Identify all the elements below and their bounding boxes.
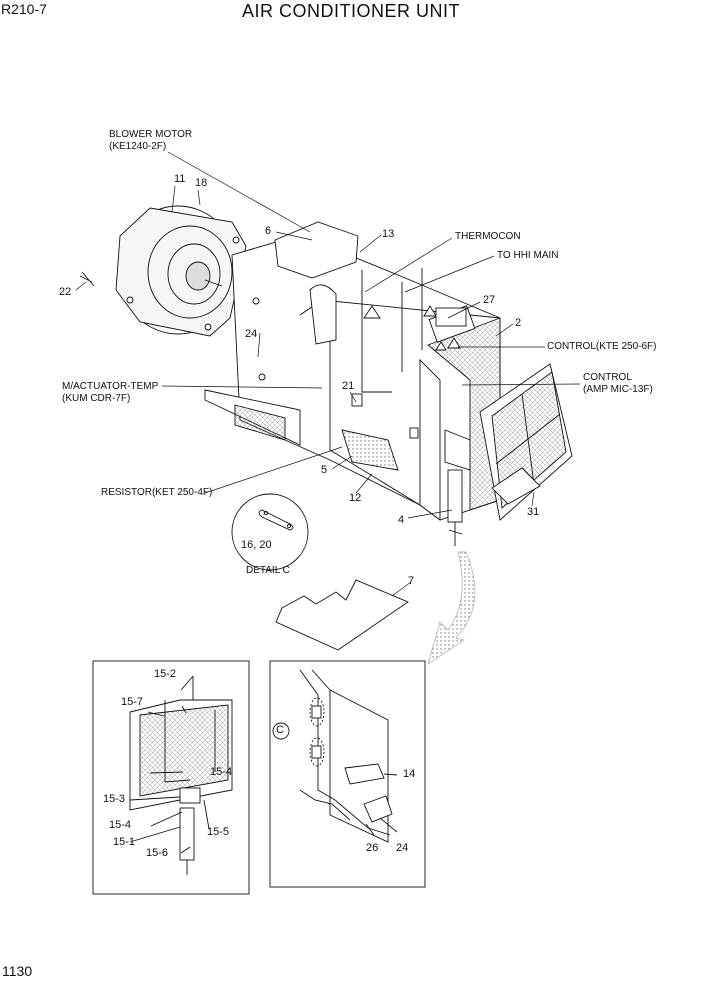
part-number: 15-6 xyxy=(146,847,169,859)
detail-arrow xyxy=(427,551,476,666)
leader-lines xyxy=(75,151,581,597)
control-amp-label: CONTROL xyxy=(583,372,632,383)
pad-part-7 xyxy=(275,579,409,651)
part-number: 31 xyxy=(527,506,540,518)
part-number: 14 xyxy=(403,768,416,780)
model-code: R210-7 xyxy=(1,1,47,17)
part-number: 13 xyxy=(382,228,395,240)
part-number: 6 xyxy=(265,225,272,237)
blower-motor-assembly xyxy=(79,205,247,337)
part-number: 11 xyxy=(174,173,186,185)
blower-motor-label: BLOWER MOTOR xyxy=(109,129,193,140)
evaporator-detail-box xyxy=(92,660,250,895)
part-number: 15-4 xyxy=(210,766,233,778)
part-number: 4 xyxy=(398,514,405,526)
part-number: 7 xyxy=(408,575,415,587)
part-number: 24 xyxy=(396,842,409,854)
part-number: 5 xyxy=(321,464,328,476)
wiring-detail-box xyxy=(269,660,426,888)
part-number: 24 xyxy=(245,328,258,340)
detail-c-marker: C xyxy=(276,724,284,736)
part-number: 15-5 xyxy=(207,826,230,838)
part-number: 15-7 xyxy=(121,696,144,708)
resistor-label: RESISTOR(KET 250-4F) xyxy=(101,487,213,498)
part-number: 27 xyxy=(483,294,496,306)
actuator-connector: (KUM CDR-7F) xyxy=(62,393,131,404)
detail-c-label: DETAIL C xyxy=(246,565,290,576)
part-number: 12 xyxy=(349,492,362,504)
ac-housing xyxy=(204,221,501,546)
part-number: 15-3 xyxy=(103,793,126,805)
to-hhi-main-label: TO HHI MAIN xyxy=(497,250,559,261)
blower-motor-connector: (KE1240-2F) xyxy=(109,141,167,152)
page-title: AIR CONDITIONER UNIT xyxy=(241,1,460,21)
page-number: 1130 xyxy=(2,963,33,979)
part-number: 15-1 xyxy=(113,836,136,848)
control-kte-label: CONTROL(KTE 250-6F) xyxy=(547,341,657,352)
part-number: 26 xyxy=(366,842,379,854)
filter-panel xyxy=(479,363,573,521)
part-number: 18 xyxy=(195,177,208,189)
control-amp-connector: (AMP MIC-13F) xyxy=(583,384,653,395)
part-number: 15-4 xyxy=(109,819,132,831)
part-number: 16, 20 xyxy=(241,539,272,551)
part-number: 15-2 xyxy=(154,668,177,680)
thermocon-label: THERMOCON xyxy=(455,231,521,242)
detail-c-view xyxy=(231,493,309,571)
part-number: 22 xyxy=(59,286,72,298)
part-number: 2 xyxy=(515,317,522,329)
part-number: 21 xyxy=(342,380,355,392)
actuator-label: M/ACTUATOR-TEMP xyxy=(62,381,159,392)
